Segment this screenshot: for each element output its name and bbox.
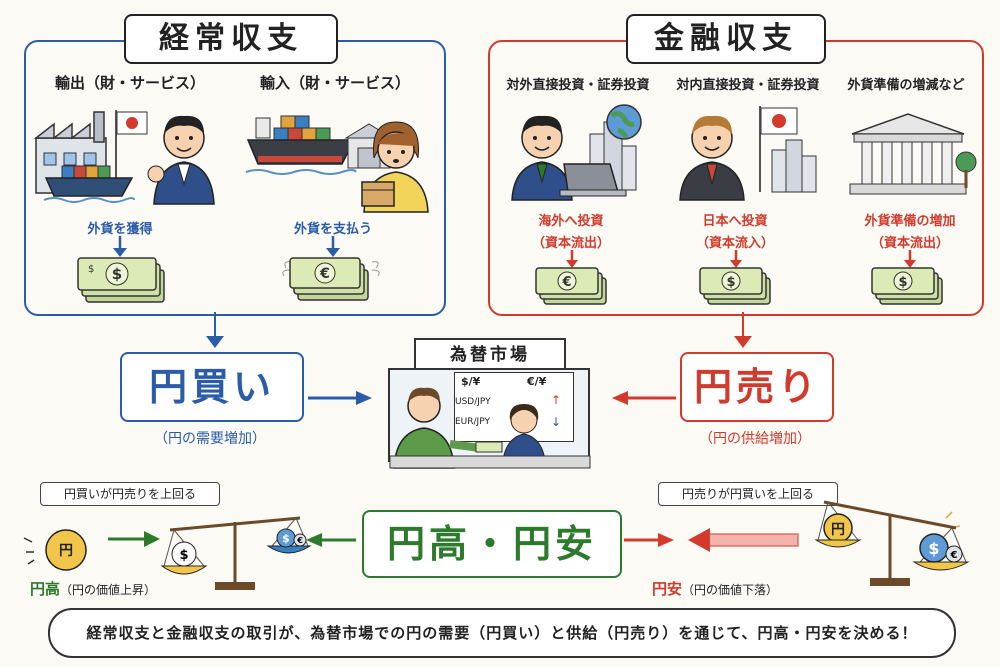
result-center-label: 円高・円安 (386, 522, 597, 566)
yen-weak-sub: （円の価値下落） (682, 583, 779, 597)
fa-col2-result: 日本へ投資 (702, 214, 768, 229)
right-arrow-icon (308, 391, 372, 405)
rate-row-eur: EUR/JPY (455, 417, 490, 427)
financial-account-title: 金融収支 (626, 14, 826, 64)
ship-icon (43, 165, 135, 203)
svg-text:€: € (950, 550, 958, 561)
rate-board: $/¥ €/¥ USD/JPY EUR/JPY ↑ ↓ (454, 372, 574, 442)
svg-text:€: € (319, 266, 330, 282)
right-note: 円売りが円買いを上回る (658, 482, 838, 506)
yen-strong-sub: （円の価値上昇） (60, 583, 157, 597)
euro-bills-icon: € (535, 267, 607, 305)
dollar-bills-icon: $ (699, 267, 771, 305)
yen-sell-sub: （円の供給増加） (699, 431, 811, 447)
bank-building-icon (849, 113, 977, 195)
down-arrow-icon: ↓ (551, 415, 562, 429)
svg-text:$: $ (898, 275, 907, 290)
left-arrow-icon (612, 391, 676, 405)
svg-text:$: $ (928, 539, 939, 558)
fa-col2-label: 対内直接投資・証券投資 (676, 78, 820, 93)
scale-icon: $ $ € (160, 516, 312, 590)
scale-icon: $ € (814, 500, 970, 586)
yen-buy-sub: （円の需要増加） (154, 431, 266, 447)
ship-icon (245, 115, 357, 175)
yen-buy-label: 円買い (148, 365, 275, 409)
fa-col3-sub: （資本流出） (870, 236, 949, 251)
right-arrow-icon (108, 531, 160, 547)
yen-buy-box: 円買い (120, 352, 304, 422)
yen-sell-label: 円売り (693, 365, 820, 409)
yen-sell-box: 円売り (680, 352, 834, 422)
down-arrow-icon (113, 236, 127, 257)
fa-col3-result: 外貨準備の増加 (864, 214, 956, 229)
yen-weak-wrap: 円安（円の価値下落） (652, 580, 852, 600)
rate-row-usd: USD/JPY (455, 397, 491, 407)
svg-text:$: $ (112, 265, 122, 283)
businessman-flag-icon (679, 106, 817, 201)
fa-col1-sub: （資本流出） (531, 236, 610, 251)
down-arrow-icon (566, 250, 578, 268)
left-note: 円買いが円売りを上回る (40, 482, 220, 506)
financial-to-sell-arrow (734, 312, 752, 348)
export-label: 輸出（財・サービス） (54, 74, 205, 92)
svg-text:$: $ (726, 275, 735, 290)
svg-text:€: € (561, 275, 571, 290)
right-arrow-icon (624, 533, 674, 547)
fa-col2-sub: （資本流入） (695, 236, 774, 251)
svg-text:$: $ (282, 532, 290, 545)
left-arrow-icon (306, 533, 356, 547)
svg-text:€: € (296, 536, 303, 545)
svg-text:$: $ (179, 548, 188, 563)
header-usd: $/¥ (461, 375, 481, 388)
down-arrow-icon (904, 250, 916, 268)
fa-col1-result: 海外へ投資 (538, 214, 604, 229)
yen-weak-label: 円安 (652, 580, 683, 598)
dollar-bills-icon: $ $ (77, 257, 165, 303)
yen-coin-icon (23, 529, 87, 571)
svg-text:$: $ (88, 264, 94, 275)
fa-col3-label: 外貨準備の増減など (847, 78, 965, 93)
dollar-bills-icon: $ (871, 267, 943, 305)
market-title: 為替市場 (414, 338, 566, 372)
traders-icon (389, 387, 591, 469)
header-eur: €/¥ (527, 375, 547, 388)
woman-box-icon (361, 121, 429, 213)
import-result: 外貨を支払う (293, 222, 372, 237)
yen-strong-label: 円高 (30, 580, 61, 598)
yen-strong-wrap: 円高（円の価値上昇） (30, 580, 230, 600)
down-arrow-icon (730, 250, 742, 268)
left-arrow-icon (688, 528, 799, 552)
summary-banner: 経常収支と金融収支の取引が、為替市場での円の需要（円買い）と供給（円売り）を通じ… (48, 608, 956, 658)
businessman-laptop-icon (511, 104, 642, 201)
businessman-icon (147, 115, 215, 205)
current-account-title: 経常収支 (124, 14, 338, 64)
export-result: 外貨を獲得 (87, 222, 153, 237)
result-center-box: 円高・円安 (362, 510, 622, 578)
left-coin-label: 円 (59, 543, 73, 559)
down-arrow-icon (326, 236, 340, 257)
euro-bills-icon: € (282, 257, 380, 301)
current-to-buy-arrow (206, 312, 224, 348)
fa-col1-label: 対外直接投資・証券投資 (506, 78, 650, 93)
market-booth: 為替市場 $/¥ €/¥ USD/JPY EUR/JPY ↑ ↓ (380, 338, 596, 470)
up-arrow-icon: ↑ (551, 393, 562, 407)
right-coin-label: 円 (831, 522, 845, 538)
import-label: 輸入（財・サービス） (259, 74, 410, 92)
japan-flag-icon (115, 110, 148, 196)
